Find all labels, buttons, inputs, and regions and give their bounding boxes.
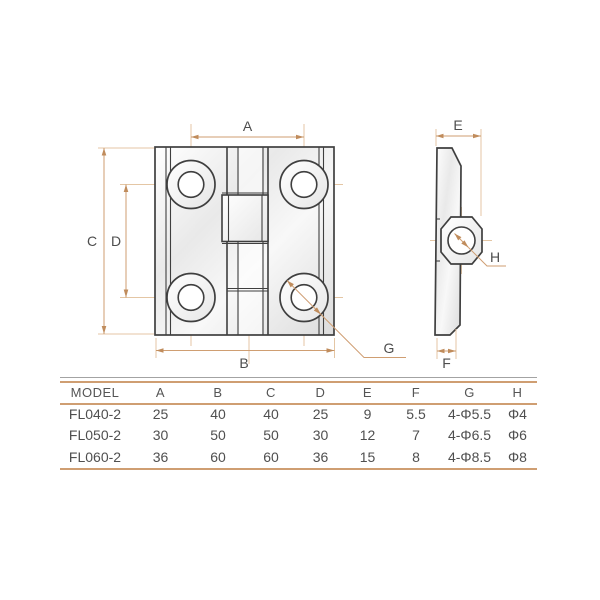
table-cell: 60 xyxy=(210,448,226,465)
table-bottom-line xyxy=(60,468,537,470)
table-cell: 36 xyxy=(312,448,329,465)
table-header-cell: G xyxy=(464,384,475,400)
dim-label-a: A xyxy=(243,118,253,134)
table-header-cell: B xyxy=(213,384,223,400)
dimension-d: D xyxy=(111,184,129,298)
callout-g: G xyxy=(286,280,406,358)
side-plate-notches xyxy=(435,218,440,262)
dimension-c: C xyxy=(87,147,154,335)
table-header-cell: H xyxy=(512,384,523,400)
table-cell: Φ4 xyxy=(508,405,527,422)
screw-hole-top-right xyxy=(279,159,329,210)
table-cell: 12 xyxy=(359,427,376,444)
middle-knuckle xyxy=(221,194,269,243)
side-view: E F H xyxy=(430,117,506,371)
table-cell: 25 xyxy=(152,405,169,422)
table-model-cell: FL060-2 xyxy=(68,448,122,465)
table-top-gray-line xyxy=(60,377,537,378)
dimension-a: A xyxy=(191,118,304,140)
table-model-cell: FL050-2 xyxy=(68,427,122,444)
table-top-line xyxy=(60,381,537,383)
callout-h: H xyxy=(454,233,506,267)
table-cell: 40 xyxy=(263,405,279,422)
dim-label-f: F xyxy=(442,355,451,371)
dim-label-c: C xyxy=(87,233,97,249)
table-cell: Φ8 xyxy=(508,448,527,465)
table-cell: 7 xyxy=(412,427,420,444)
table-header-cell: E xyxy=(362,384,373,400)
table-cell: Φ6 xyxy=(508,427,527,444)
table-cell: 25 xyxy=(312,405,329,422)
hinge-barrel xyxy=(221,147,269,335)
table-cell: 36 xyxy=(152,448,169,465)
table-header-cell: D xyxy=(315,384,326,400)
table-cell: 4-Φ5.5 xyxy=(447,405,492,422)
table-cell: 15 xyxy=(359,448,376,465)
table-header-cell: F xyxy=(411,384,421,400)
screw-hole-top-left xyxy=(166,159,216,210)
front-view: A C D B G xyxy=(87,118,406,371)
screw-hole-bottom-left xyxy=(166,272,216,323)
table-cell: 40 xyxy=(210,405,226,422)
table-cell: 50 xyxy=(210,427,226,444)
table-cell: 8 xyxy=(412,448,420,465)
table-header-cell: MODEL xyxy=(70,384,120,400)
table-cell: 60 xyxy=(263,448,279,465)
table-cell: 4-Φ6.5 xyxy=(447,427,492,444)
table-cell: 9 xyxy=(363,405,372,422)
dim-label-d: D xyxy=(111,233,121,249)
table-cell: 30 xyxy=(312,427,329,444)
table-header-line xyxy=(60,403,537,405)
table-cell: 50 xyxy=(263,427,279,444)
table-cell: 30 xyxy=(152,427,169,444)
spec-table: MODEL A B C D E F G H FL040-2 25 40 40 25 9 5.5 4-Φ5.5 Φ4… xyxy=(60,377,537,472)
dimension-e: E xyxy=(435,117,482,216)
table-cell: 5.5 xyxy=(406,405,426,422)
dim-label-g: G xyxy=(384,340,395,356)
table-header-cell: A xyxy=(155,384,166,400)
dim-label-h: H xyxy=(490,249,500,265)
table-header-cell: C xyxy=(266,384,276,400)
dim-label-e: E xyxy=(453,117,462,133)
table-grid: MODEL A B C D E F G H FL040-2 25 40 40 25 9 5.5 4-Φ5.5 Φ4… xyxy=(60,381,537,468)
table-cell: 4-Φ8.5 xyxy=(447,448,492,465)
dim-label-b: B xyxy=(239,355,248,371)
dimension-f: F xyxy=(436,329,457,371)
table-model-cell: FL040-2 xyxy=(68,405,122,422)
dimension-b: B xyxy=(155,338,335,371)
